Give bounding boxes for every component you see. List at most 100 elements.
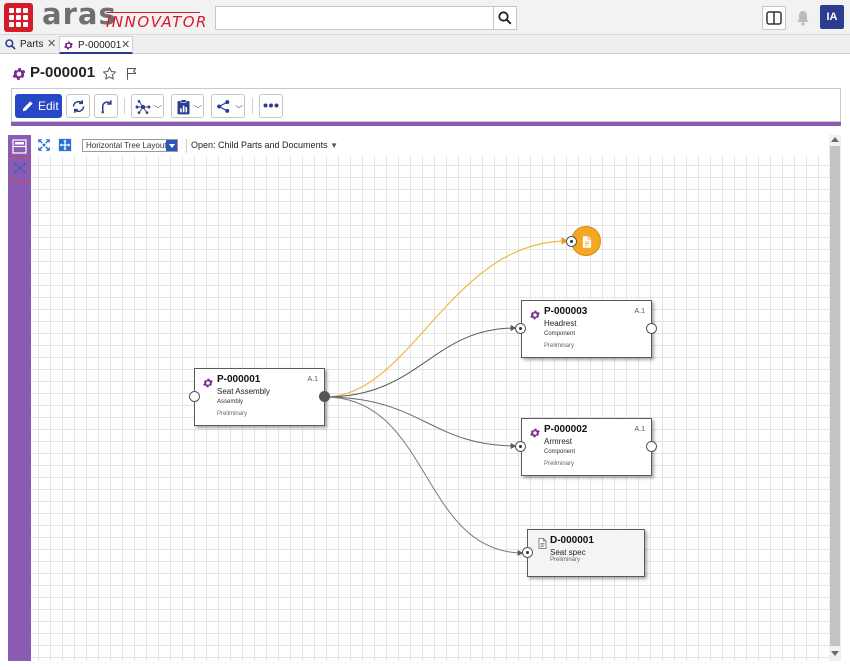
tab-parts[interactable]: Parts ✕ (2, 36, 58, 54)
aras-logo: aras INNOVATOR (42, 0, 212, 33)
item-title-row: P-000001 (0, 62, 850, 86)
node-d-000001[interactable]: D-000001 Seat spec Preliminary (527, 529, 645, 577)
user-avatar[interactable]: IA (820, 5, 844, 29)
node-p-000001[interactable]: P-000001 A.1 Seat Assembly Assembly Prel… (194, 368, 325, 426)
logo-sub-text: INNOVATOR (106, 13, 208, 31)
node-p-000003[interactable]: P-000003 A.1 Headrest Component Prelimin… (521, 300, 652, 358)
document-icon (538, 538, 547, 549)
graph-edges (324, 237, 569, 556)
edge-to-headrest (324, 325, 517, 398)
app-grid-icon[interactable] (4, 3, 33, 32)
file-icon (582, 236, 592, 248)
node-name: Armrest (544, 437, 572, 446)
graph-canvas[interactable]: Horizontal Tree Layout Open: Child Parts… (31, 135, 829, 661)
node-state: Preliminary (544, 461, 575, 467)
item-toolbar: Edit ﹀ (11, 88, 841, 122)
center-view-icon[interactable] (58, 138, 72, 152)
structure-viewer: Horizontal Tree Layout Open: Child Parts… (8, 135, 841, 661)
node-id: D-000001 (550, 535, 594, 546)
node-p-000002[interactable]: P-000002 A.1 Armrest Component Prelimina… (521, 418, 652, 476)
search-button[interactable] (493, 6, 517, 30)
panel-layout-icon[interactable] (12, 139, 27, 154)
split-view-button[interactable] (762, 6, 786, 30)
refresh-button[interactable] (66, 94, 90, 118)
node-state: Preliminary (217, 411, 248, 417)
logo-main-text: aras (42, 0, 117, 31)
graph-view-icon (14, 162, 26, 174)
node-output-port[interactable] (646, 323, 657, 334)
tab-bar: Parts ✕ P-000001 ✕ (0, 35, 850, 54)
node-id: P-000002 (544, 424, 588, 435)
edge-to-document (324, 396, 524, 556)
close-icon[interactable]: ✕ (121, 39, 131, 51)
gear-icon (530, 428, 540, 438)
node-type: Component (544, 331, 576, 337)
share-menu-button[interactable]: ﹀ (211, 94, 245, 118)
tab-label: P-000001 (78, 40, 122, 51)
edit-button-label: Edit (38, 99, 59, 113)
structure-icon (135, 100, 151, 114)
file-node-input-port[interactable] (566, 236, 577, 247)
node-state: Preliminary (550, 557, 581, 563)
flag-icon[interactable] (125, 66, 140, 81)
gear-icon (530, 310, 540, 320)
node-output-port[interactable] (319, 391, 330, 402)
node-type: Assembly (217, 399, 244, 405)
refresh-icon (72, 100, 85, 113)
search-input[interactable] (215, 6, 494, 30)
promote-icon (101, 100, 112, 114)
tab-label: Parts (20, 39, 44, 50)
open-relationships-label: Open: Child Parts and Documents (191, 140, 328, 150)
open-relationships-dropdown[interactable]: Open: Child Parts and Documents ▼ (191, 140, 338, 150)
scroll-up-arrow[interactable] (831, 137, 839, 142)
node-input-port[interactable] (515, 441, 526, 452)
node-revision: A.1 (307, 376, 318, 383)
node-name: Headrest (544, 319, 577, 328)
more-button[interactable] (259, 94, 283, 118)
vertical-scrollbar[interactable] (829, 135, 841, 661)
edge-to-file (324, 237, 569, 398)
node-name: Seat spec (550, 548, 586, 557)
structure-menu-button[interactable]: ﹀ (131, 94, 164, 118)
split-view-icon (766, 11, 782, 25)
star-icon[interactable] (102, 66, 117, 81)
node-revision: A.1 (634, 426, 645, 433)
left-side-rail (8, 135, 33, 661)
fit-to-view-icon[interactable] (37, 138, 51, 152)
chevron-down-icon: ﹀ (194, 105, 202, 114)
gear-icon (203, 378, 213, 388)
node-input-port[interactable] (515, 323, 526, 334)
edit-button[interactable]: Edit (15, 94, 62, 118)
search-icon (5, 39, 16, 50)
node-type: Component (544, 449, 576, 455)
bell-icon[interactable] (796, 10, 810, 26)
node-input-port[interactable] (189, 391, 200, 402)
node-id: P-000003 (544, 306, 588, 317)
more-icon (263, 103, 279, 108)
layout-select[interactable]: Horizontal Tree Layout (82, 139, 178, 152)
node-revision: A.1 (634, 308, 645, 315)
scroll-thumb[interactable] (830, 146, 840, 646)
scroll-down-arrow[interactable] (831, 651, 839, 656)
clipboard-chart-icon (177, 99, 190, 115)
caret-down-icon: ▼ (330, 141, 339, 150)
node-output-port[interactable] (646, 441, 657, 452)
layout-select-value: Horizontal Tree Layout (86, 141, 167, 150)
node-input-port[interactable] (522, 547, 533, 558)
graph-toolbar: Horizontal Tree Layout Open: Child Parts… (31, 135, 829, 156)
page-title: P-000001 (30, 64, 96, 81)
tab-p-000001[interactable]: P-000001 ✕ (59, 36, 133, 54)
chevron-down-icon: ﹀ (235, 105, 243, 114)
close-icon[interactable]: ✕ (47, 38, 57, 50)
search-icon (498, 11, 512, 25)
top-header: aras INNOVATOR IA (0, 0, 850, 35)
chevron-down-icon (166, 140, 177, 151)
toolbar-accent-bar (11, 122, 841, 126)
graph-view-button[interactable] (8, 156, 33, 181)
node-name: Seat Assembly (217, 387, 270, 396)
reports-menu-button[interactable]: ﹀ (171, 94, 204, 118)
share-icon (217, 100, 230, 113)
gear-icon (12, 68, 26, 80)
version-button[interactable] (94, 94, 118, 118)
